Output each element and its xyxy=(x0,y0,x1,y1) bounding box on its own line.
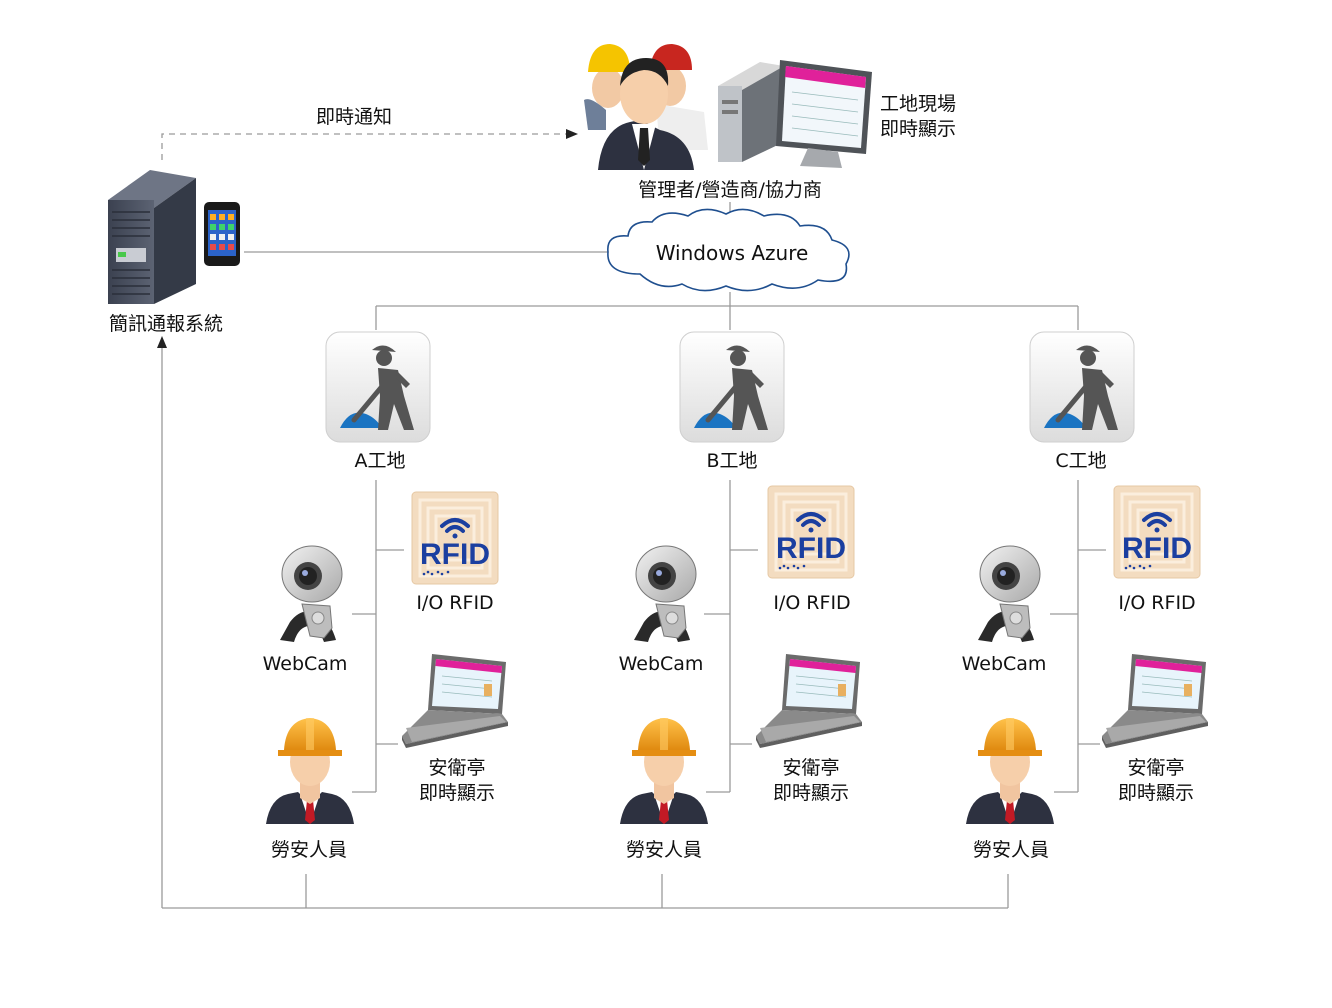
site-b-guard-label: 安衛亭 即時顯示 xyxy=(773,756,849,806)
site-a-laptop-icon xyxy=(401,653,509,749)
sms-feedback-arrow-head xyxy=(157,336,167,348)
site-b-worker-icon xyxy=(680,332,784,442)
cloud-label: Windows Azure xyxy=(655,241,809,265)
site-c-name: C工地 xyxy=(1055,450,1107,472)
connector-lines xyxy=(157,129,1106,909)
site-b-rfid-text: RFID xyxy=(776,532,846,565)
sms-server-icon xyxy=(108,170,196,304)
site-b-staff-label: 勞安人員 xyxy=(625,839,703,861)
site-c-guard-line1: 安衛亭 xyxy=(1127,757,1185,779)
site-c-worker-icon xyxy=(1030,332,1134,442)
cloud-icon xyxy=(607,208,850,292)
notify-label: 即時通知 xyxy=(316,106,393,128)
site-c-guard-line2: 即時顯示 xyxy=(1117,782,1195,804)
site-b-webcam-label: WebCam xyxy=(618,653,704,675)
site-b-staff-icon xyxy=(620,718,708,824)
desktop-computer-icon xyxy=(718,60,872,168)
managers-label: 管理者/營造商/協力商 xyxy=(638,179,822,201)
site-a-guard-line1: 安衛亭 xyxy=(428,757,486,779)
managers-group-icon xyxy=(584,44,708,170)
smartphone-icon xyxy=(204,202,240,266)
site-a-webcam-label: WebCam xyxy=(262,653,348,675)
site-b-webcam-icon xyxy=(633,545,697,643)
site-a-guard-label: 安衛亭 即時顯示 xyxy=(419,756,495,806)
site-a-name: A工地 xyxy=(354,450,406,472)
site-c-guard-label: 安衛亭 即時顯示 xyxy=(1118,756,1194,806)
site-c-laptop-icon xyxy=(1101,653,1209,749)
site-c-staff-icon xyxy=(966,718,1054,824)
site-a-rfid-label: I/O RFID xyxy=(416,592,494,614)
site-display-line2: 即時顯示 xyxy=(880,118,957,140)
site-display-label: 工地現場 即時顯示 xyxy=(880,92,956,142)
site-a-worker-icon xyxy=(326,332,430,442)
site-b-name: B工地 xyxy=(706,450,758,472)
site-a-staff-label: 勞安人員 xyxy=(270,839,348,861)
site-b-rfid-label: I/O RFID xyxy=(773,592,851,614)
notify-arrow-head xyxy=(566,129,578,139)
site-a-staff-icon xyxy=(266,718,354,824)
site-c-staff-label: 勞安人員 xyxy=(972,839,1050,861)
site-a-rfid-text: RFID xyxy=(420,538,490,571)
site-b-guard-line1: 安衛亭 xyxy=(782,757,840,779)
site-c-rfid-text: RFID xyxy=(1122,532,1192,565)
site-a-webcam-icon xyxy=(279,545,343,643)
site-c-webcam-icon xyxy=(977,545,1041,643)
site-a-guard-line2: 即時顯示 xyxy=(418,782,496,804)
notify-arrow-line xyxy=(161,133,566,160)
site-b-laptop-icon xyxy=(755,653,863,749)
sms-label: 簡訊通報系統 xyxy=(108,313,224,335)
site-b-guard-line2: 即時顯示 xyxy=(772,782,850,804)
site-c-rfid-label: I/O RFID xyxy=(1118,592,1196,614)
site-c-webcam-label: WebCam xyxy=(961,653,1047,675)
site-display-line1: 工地現場 xyxy=(880,93,957,115)
